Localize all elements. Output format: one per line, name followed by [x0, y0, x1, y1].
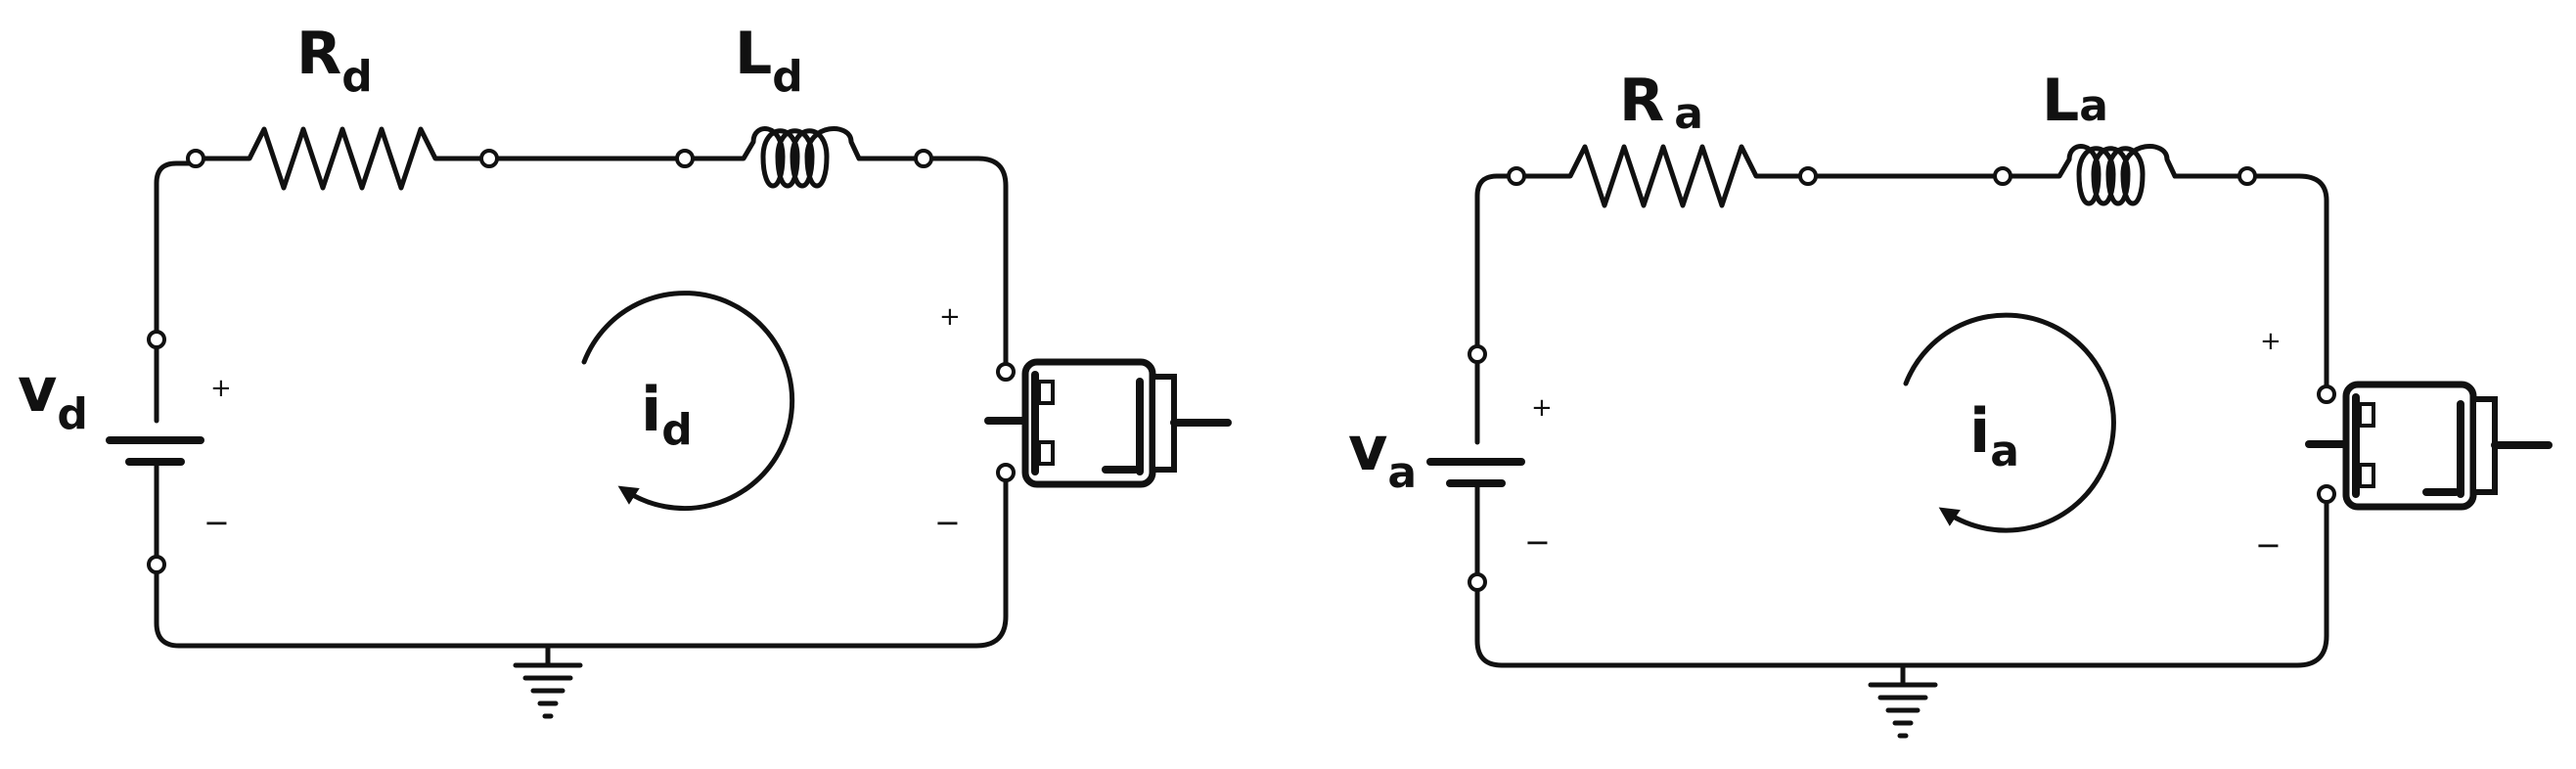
motor-minus-a: −: [2255, 526, 2282, 564]
inductor-label-d: Ld: [735, 20, 803, 102]
ground-d: [513, 643, 583, 719]
motor-d: [984, 358, 1232, 488]
terminal: [996, 362, 1016, 382]
terminal: [2237, 166, 2257, 186]
motor-a: [2305, 381, 2553, 511]
current-arrow-d: [581, 291, 795, 512]
terminal: [1993, 166, 2012, 186]
resistor-label-d: Rd: [296, 20, 373, 102]
inductor-label-a: La: [2042, 67, 2108, 135]
circuit-d: Rd Ld vd + − id: [18, 20, 1232, 719]
terminal: [996, 463, 1016, 482]
source-minus-d: −: [203, 504, 230, 541]
terminal: [1468, 572, 1487, 592]
wire-loop-a: [1474, 173, 2329, 668]
terminal: [479, 149, 499, 168]
terminal: [1798, 166, 1818, 186]
terminal: [1507, 166, 1526, 186]
resistor-a: [1507, 144, 1818, 208]
source-label-d: vd: [18, 354, 88, 439]
terminal: [1468, 344, 1487, 364]
source-d: [106, 330, 204, 574]
motor-plus-a: +: [2260, 327, 2282, 356]
motor-plus-d: +: [939, 302, 961, 332]
current-label-a: ia: [1969, 395, 2019, 476]
terminal: [2317, 384, 2336, 404]
ground-a: [1868, 662, 1938, 739]
terminal: [675, 149, 695, 168]
terminal: [186, 149, 205, 168]
terminal: [914, 149, 933, 168]
source-a: [1426, 344, 1525, 592]
terminal: [147, 330, 166, 349]
source-minus-a: −: [1524, 523, 1551, 561]
wire-loop-d: [154, 156, 1009, 649]
current-label-d: id: [641, 374, 693, 455]
inductor-d: [675, 126, 933, 189]
source-label-a: va: [1348, 413, 1417, 498]
source-plus-d: +: [210, 374, 232, 403]
source-plus-a: +: [1531, 393, 1553, 423]
current-arrow-a: [1903, 312, 2116, 533]
resistor-d: [186, 126, 499, 191]
motor-minus-d: −: [934, 504, 961, 541]
inductor-a: [1993, 144, 2257, 206]
terminal: [147, 555, 166, 574]
terminal: [2317, 484, 2336, 504]
